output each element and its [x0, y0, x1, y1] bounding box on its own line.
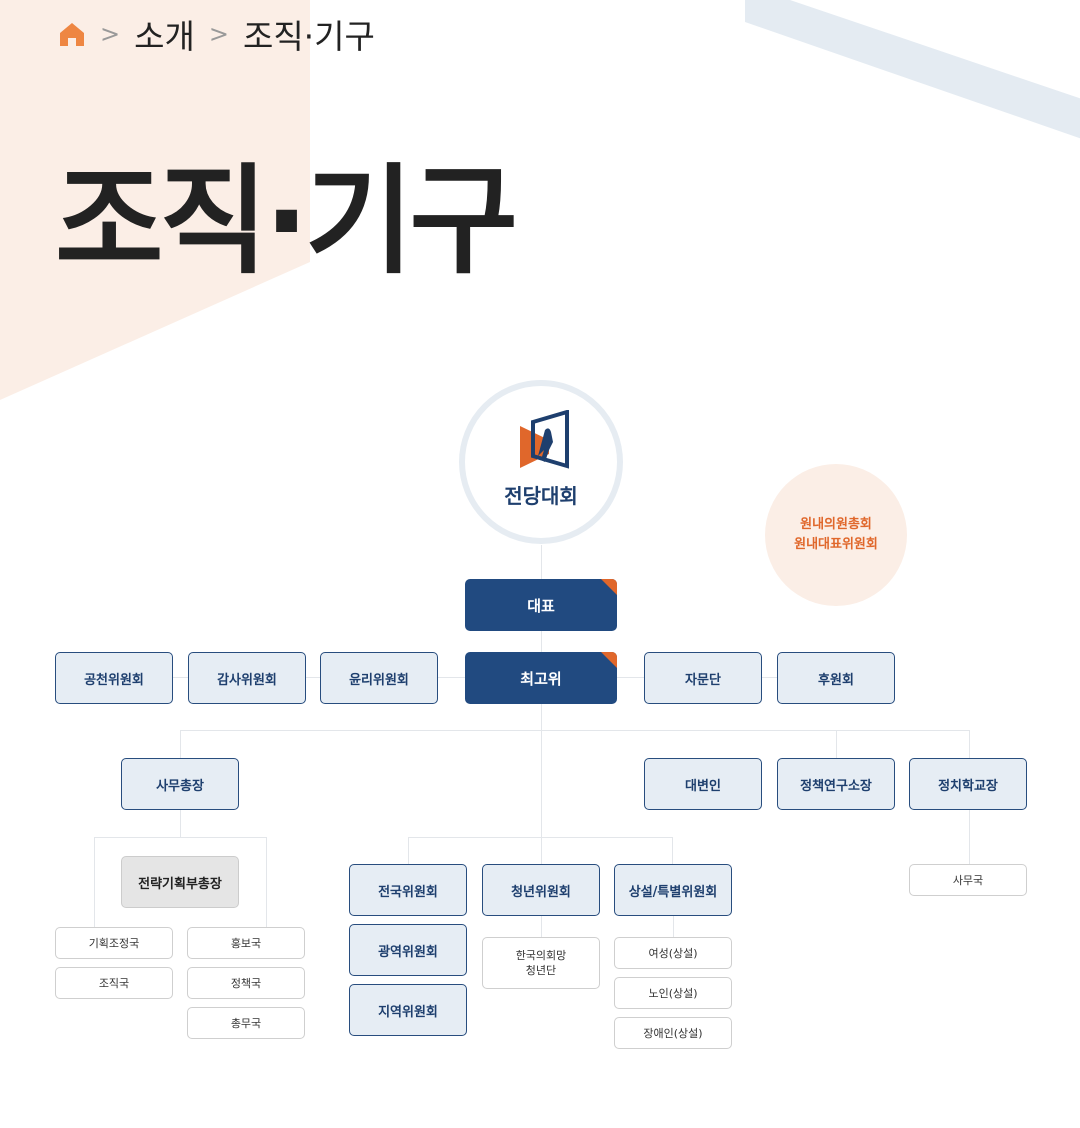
org-box-label: 사무국 — [952, 873, 984, 887]
org-box-national[interactable]: 전국위원회 — [349, 864, 467, 916]
connector-line — [673, 916, 674, 937]
org-box-label: 윤리위원회 — [349, 672, 409, 688]
org-box-label: 대표 — [527, 596, 555, 615]
org-box-supreme[interactable]: 최고위 — [465, 652, 617, 704]
connector-line — [180, 730, 969, 731]
party-logo-icon — [520, 410, 569, 469]
org-box-organization[interactable]: 조직국 — [55, 967, 173, 999]
org-box-sponsor[interactable]: 후원회 — [777, 652, 895, 704]
org-box-label: 전국위원회 — [378, 884, 438, 900]
connector-line — [408, 837, 409, 864]
corner-accent — [601, 579, 617, 595]
org-box-advisory[interactable]: 자문단 — [644, 652, 762, 704]
connector-line — [541, 545, 542, 864]
caucus-label: 원내대표위원회 — [794, 537, 878, 552]
org-box-label: 정치학교장 — [938, 778, 998, 794]
chevron-right-icon: > — [208, 20, 229, 48]
org-box-label: 총무국 — [230, 1016, 262, 1030]
breadcrumb: > 소개 > 조직·기구 — [58, 10, 375, 58]
caucus-circle: 원내의원총회 원내대표위원회 — [765, 464, 907, 606]
org-box-label: 대변인 — [685, 778, 721, 794]
connector-line — [94, 837, 266, 838]
org-box-label: 공천위원회 — [84, 672, 144, 688]
org-box-youth-corps[interactable]: 한국의회망 청년단 — [482, 937, 600, 989]
org-box-label: 한국의회망 청년단 — [515, 949, 567, 977]
org-box-label: 정책연구소장 — [800, 778, 872, 794]
org-box-planning[interactable]: 기획조정국 — [55, 927, 173, 959]
connector-line — [266, 837, 267, 927]
corner-accent — [601, 652, 617, 668]
org-box-label: 상설/특별위원회 — [628, 884, 718, 900]
org-box-policy-inst[interactable]: 정책연구소장 — [777, 758, 895, 810]
background-stripe — [745, 0, 1080, 140]
org-box-audit[interactable]: 감사위원회 — [188, 652, 306, 704]
breadcrumb-item[interactable]: 소개 — [134, 17, 195, 56]
org-box-label: 최고위 — [520, 669, 562, 688]
org-box-label: 후원회 — [818, 672, 854, 688]
org-box-label: 조직국 — [98, 976, 130, 990]
org-box-label: 장애인(상설) — [643, 1026, 703, 1040]
connector-line — [408, 837, 672, 838]
breadcrumb-item[interactable]: 조직·기구 — [242, 17, 375, 56]
org-box-special[interactable]: 상설/특별위원회 — [614, 864, 732, 916]
org-box-youth[interactable]: 청년위원회 — [482, 864, 600, 916]
org-box-policy[interactable]: 정책국 — [187, 967, 305, 999]
org-box-general[interactable]: 총무국 — [187, 1007, 305, 1039]
org-box-label: 여성(상설) — [648, 946, 698, 960]
org-box-secgen[interactable]: 사무총장 — [121, 758, 239, 810]
org-box-label: 지역위원회 — [378, 1004, 438, 1020]
connector-line — [541, 916, 542, 937]
chevron-right-icon: > — [100, 20, 121, 48]
org-box-disabled[interactable]: 장애인(상설) — [614, 1017, 732, 1049]
org-box-label: 기획조정국 — [88, 936, 140, 950]
org-box-label: 광역위원회 — [378, 944, 438, 960]
org-box-label: 전략기획부총장 — [138, 876, 222, 892]
org-box-label: 사무총장 — [156, 778, 204, 794]
org-box-politics-school[interactable]: 정치학교장 — [909, 758, 1027, 810]
org-box-women[interactable]: 여성(상설) — [614, 937, 732, 969]
org-box-label: 청년위원회 — [511, 884, 571, 900]
org-box-regional[interactable]: 광역위원회 — [349, 924, 467, 976]
org-box-spokes[interactable]: 대변인 — [644, 758, 762, 810]
connector-line — [836, 730, 837, 758]
org-box-secretariat[interactable]: 사무국 — [909, 864, 1027, 896]
caucus-label: 원내의원총회 — [800, 517, 872, 532]
assembly-label: 전당대회 — [504, 484, 578, 508]
org-box-label: 정책국 — [230, 976, 262, 990]
org-box-elderly[interactable]: 노인(상설) — [614, 977, 732, 1009]
connector-line — [94, 837, 95, 927]
org-box-strategy[interactable]: 전략기획부총장 — [121, 856, 239, 908]
connector-line — [672, 837, 673, 864]
org-box-ethics[interactable]: 윤리위원회 — [320, 652, 438, 704]
org-box-local[interactable]: 지역위원회 — [349, 984, 467, 1036]
home-icon[interactable] — [58, 20, 86, 48]
assembly-circle: 전당대회 — [459, 380, 623, 544]
org-box-label: 노인(상설) — [648, 986, 698, 1000]
connector-line — [180, 730, 181, 758]
org-box-label: 자문단 — [685, 672, 721, 688]
page-title: 조직·기구 — [55, 152, 518, 290]
org-box-nomination[interactable]: 공천위원회 — [55, 652, 173, 704]
org-box-label: 홍보국 — [230, 936, 262, 950]
org-box-leader[interactable]: 대표 — [465, 579, 617, 631]
connector-line — [180, 810, 181, 837]
org-box-pr[interactable]: 홍보국 — [187, 927, 305, 959]
org-box-label: 감사위원회 — [217, 672, 277, 688]
